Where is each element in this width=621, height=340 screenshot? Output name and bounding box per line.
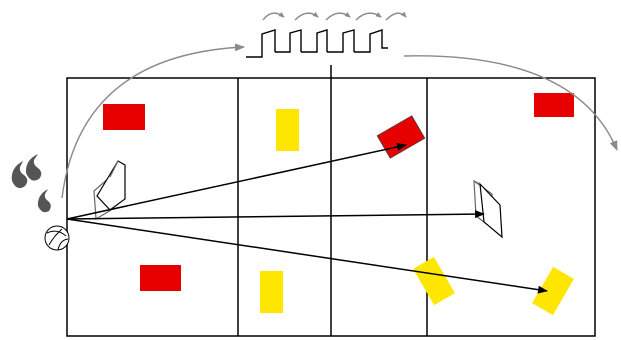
hop-arrow-4	[356, 13, 381, 20]
net-jump-icon	[246, 30, 388, 57]
hop-arrow-5	[386, 13, 406, 20]
yellow-target-4	[532, 267, 574, 315]
hop-arrow-3	[326, 13, 350, 20]
red-target-2	[534, 93, 574, 117]
hop-arrow-2	[295, 13, 318, 20]
rotation-arrows	[62, 13, 617, 198]
target-zones	[103, 93, 574, 315]
rotation-arrow-exit	[404, 56, 617, 150]
red-target-3	[140, 265, 181, 291]
serve-path-cone	[67, 214, 484, 219]
red-target-4	[377, 116, 425, 159]
serve-paths	[67, 145, 547, 291]
rotation-arrow-entry	[62, 47, 244, 198]
serve-path-yellow-target	[67, 219, 547, 291]
red-target-1	[103, 104, 145, 130]
yellow-target-3	[413, 257, 455, 305]
volleyball-icon	[45, 226, 69, 250]
cone-far-side	[474, 181, 502, 237]
player-icon	[12, 154, 51, 212]
yellow-target-1	[276, 109, 299, 151]
hop-arrow-1	[263, 13, 284, 20]
court	[67, 65, 595, 336]
yellow-target-2	[260, 271, 283, 313]
